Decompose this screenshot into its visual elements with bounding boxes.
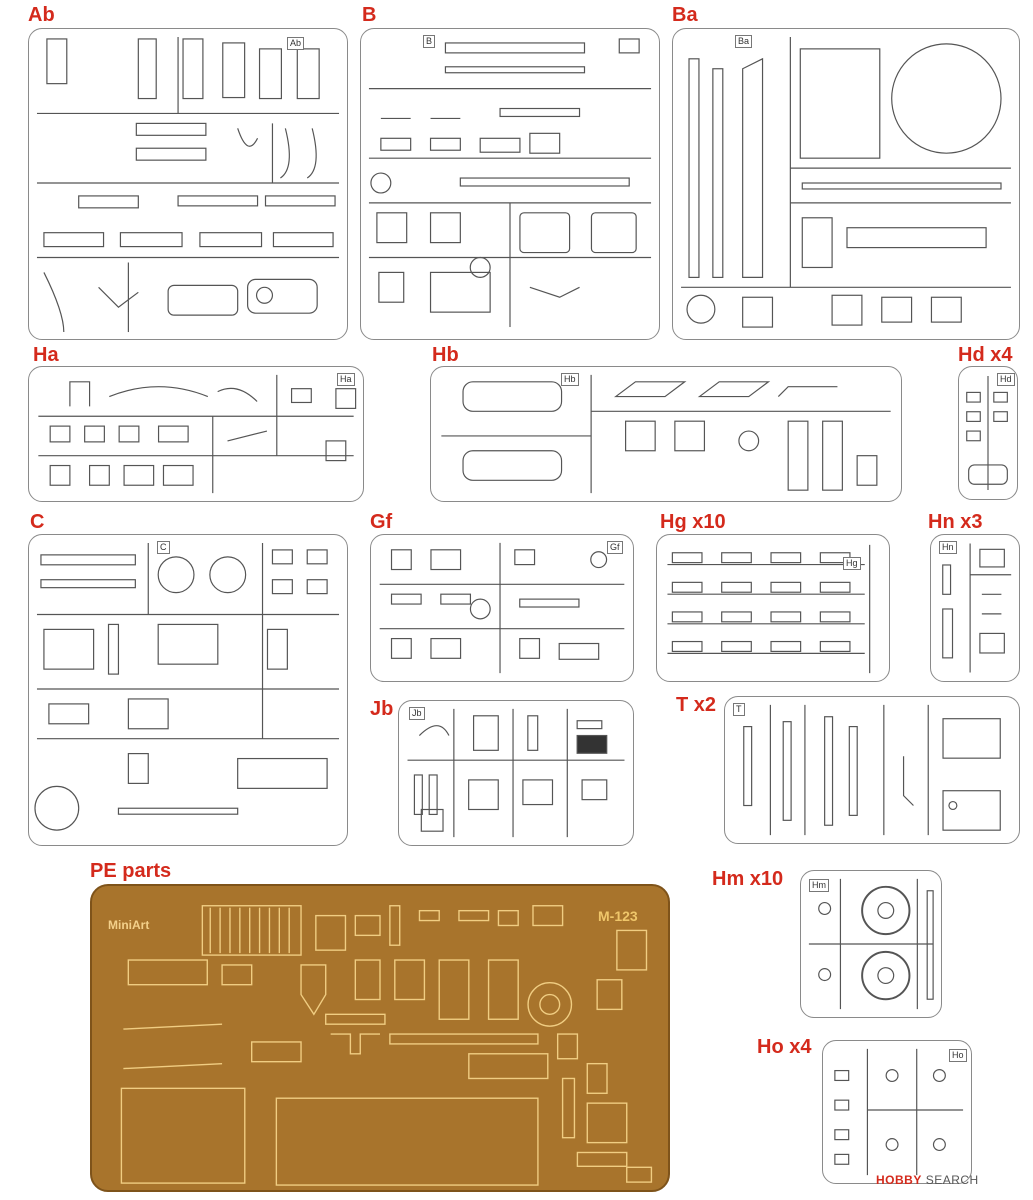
sprue-label-hn: Hn x3 [928,511,983,533]
sprue-hg-parts [667,544,871,674]
sprue-hm-parts [808,878,934,1010]
sprue-ho-parts [834,1048,964,1176]
sprue-c: C [28,534,348,846]
sprue-tag-jb: Jb [409,707,425,720]
sprue-label-b: B [362,4,377,26]
sprue-label-hg: Hg x10 [660,511,726,533]
sprue-ha-parts [38,374,357,494]
sprue-hd: Hd [958,366,1018,500]
sprue-tag-hb: Hb [561,373,579,386]
sprue-label-gf: Gf [370,511,393,533]
search-watermark-text: SEARCH [925,1173,979,1187]
sprue-t-parts [743,704,1001,836]
sprue-gf: Gf [370,534,634,682]
sprue-hn: Hn [930,534,1020,682]
pe-label: PE parts [90,860,172,882]
sprue-label-ho: Ho x4 [757,1036,812,1058]
sprue-hd-parts [966,375,1008,491]
sprue-tag-ab: Ab [287,37,305,50]
sprue-label-jb: Jb [370,698,394,720]
sprue-b: B [360,28,660,340]
sprue-tag-hd: Hd [997,373,1015,386]
hobby-watermark-mark: HOBBY [876,1173,922,1187]
sprue-b-parts [368,38,652,328]
sprue-tag-ha: Ha [337,373,355,386]
sprue-tag-b: B [423,35,436,48]
miniart-logo: MiniArt [108,918,150,932]
sprue-tag-hm: Hm [809,879,829,892]
sprue-ab-parts [36,36,340,333]
sprue-ab: Ab [28,28,348,340]
sprue-ba: Ba [672,28,1020,340]
sprue-hb: Hb [430,366,902,502]
sprue-label-hm: Hm x10 [712,868,784,890]
sprue-hn-parts [942,543,1012,673]
sprue-hg: Hg [656,534,890,682]
hobbysearch-watermark: HOBBY SEARCH [876,1173,979,1187]
sprue-label-ab: Ab [28,4,55,26]
sprue-ha: Ha [28,366,364,502]
sprue-tag-t: T [733,703,745,716]
sprue-jb-parts [407,708,625,838]
sprue-t: T [724,696,1020,844]
sprue-ho: Ho [822,1040,972,1184]
sprue-tag-hn: Hn [939,541,957,554]
sprue-label-c: C [30,511,45,533]
sprue-hb-parts [441,374,891,494]
pe-fret-parts [120,905,653,1186]
sprue-label-hb: Hb [432,344,459,366]
sprue-jb: Jb [398,700,634,846]
sprue-label-ba: Ba [672,4,698,26]
pe-fret: MiniArt M-123 [90,884,670,1192]
pe-fret-code: M-123 [598,908,638,924]
sprue-gf-parts [379,542,625,674]
sprue-label-t: T x2 [676,694,717,716]
sprue-tag-ba: Ba [735,35,753,48]
sprue-label-ha: Ha [33,344,59,366]
sprue-tag-c: C [157,541,170,554]
sprue-hm: Hm [800,870,942,1018]
sprue-c-parts [34,542,340,831]
sprue-tag-gf: Gf [607,541,623,554]
sprue-tag-ho: Ho [949,1049,967,1062]
sprue-ba-parts [681,36,1011,328]
sprue-label-hd: Hd x4 [958,344,1013,366]
sprue-tag-hg: Hg [843,557,861,570]
